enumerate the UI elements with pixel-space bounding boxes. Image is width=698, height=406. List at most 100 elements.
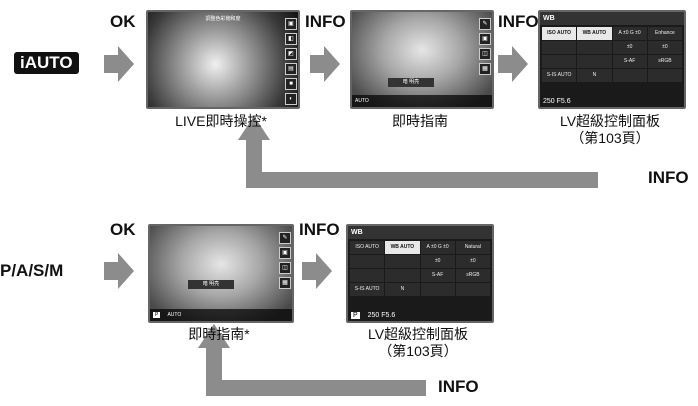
guide-slider-label: 暗 明亮 <box>388 78 434 87</box>
panel-footer-text: 250 F5.6 <box>367 312 396 319</box>
caption-lv-panel: LV超級控制面板 （第103頁） <box>336 326 500 360</box>
info-button-label: INFO <box>498 12 539 31</box>
caption-page-ref: （第103頁） <box>570 130 650 146</box>
arrow-right-icon <box>104 46 134 82</box>
pasm-mode-label: P/A/S/M <box>0 261 64 280</box>
menu-icon: ✎ <box>479 18 491 30</box>
caption-live-guide: 即時指南 <box>392 113 448 129</box>
panel-cell: ISO AUTO <box>542 27 577 40</box>
caption-line: LV超級控制面板 <box>559 113 661 129</box>
info-return-label: INFO <box>648 168 689 187</box>
menu-icon: ✎ <box>279 232 291 244</box>
panel-header: WB <box>540 12 684 25</box>
return-connector <box>246 172 598 188</box>
info-button-label: INFO <box>305 12 346 31</box>
panel-footer: P 250 F5.6 <box>348 310 492 321</box>
panel-cell: N <box>385 283 420 296</box>
panel-grid: ISO AUTO WB AUTO A ±0 G ±0 Enhance ±0 ±0… <box>540 25 684 84</box>
menu-icon: ▣ <box>285 18 297 30</box>
panel-cell: sRGB <box>647 55 682 68</box>
caption-page-ref: （第103頁） <box>378 343 458 359</box>
menu-icon: ▦ <box>279 277 291 289</box>
info-return-label: INFO <box>438 377 479 396</box>
panel-cell: S-AF <box>612 55 647 68</box>
reader-photo <box>352 12 492 107</box>
panel-cell: ±0 <box>612 41 647 54</box>
arrow-up-icon <box>198 324 230 348</box>
guide-slider-label: 暗 明亮 <box>188 280 234 289</box>
return-connector <box>246 138 262 188</box>
return-connector <box>206 380 426 396</box>
side-menu: ✎ ▣ ◫ ▦ <box>479 18 491 75</box>
panel-grid: ISO AUTO WB AUTO A ±0 G ±0 Natural ±0 ±0… <box>348 239 492 298</box>
lv-super-control-panel: WB ISO AUTO WB AUTO A ±0 G ±0 Enhance ±0… <box>538 10 686 109</box>
panel-cell: Natural <box>455 241 490 254</box>
arrow-right-icon <box>104 253 134 289</box>
screen-hint-text: 調整色彩飽和度 <box>205 16 241 22</box>
panel-cell: ±0 <box>420 255 455 268</box>
panel-cell: S-IS AUTO <box>542 69 577 82</box>
guide-bottom-bar: AUTO <box>352 95 492 107</box>
flower-photo <box>148 12 298 107</box>
menu-icon: ◧ <box>285 33 297 45</box>
live-guide-screen: 暗 明亮 ✎ ▣ ◫ ▦ AUTO <box>350 10 494 109</box>
mode-p-icon: P <box>351 312 360 319</box>
info-button-label: INFO <box>299 220 340 239</box>
panel-cell <box>542 55 577 68</box>
panel-cell <box>647 69 682 82</box>
panel-cell <box>577 55 612 68</box>
panel-cell: S-AF <box>420 269 455 282</box>
panel-cell: ±0 <box>455 255 490 268</box>
panel-cell: S-IS AUTO <box>350 283 385 296</box>
panel-cell: ±0 <box>647 41 682 54</box>
lv-super-control-panel: WB ISO AUTO WB AUTO A ±0 G ±0 Natural ±0… <box>346 224 494 323</box>
panel-cell <box>455 283 490 296</box>
panel-cell <box>385 255 420 268</box>
caption-line: LV超級控制面板 <box>367 326 469 342</box>
panel-cell <box>542 41 577 54</box>
panel-cell <box>577 41 612 54</box>
menu-icon: ▣ <box>279 247 291 259</box>
arrow-right-icon <box>302 253 332 289</box>
panel-cell <box>612 69 647 82</box>
panel-cell: WB AUTO <box>577 27 612 40</box>
mode-p-icon: P <box>153 312 161 318</box>
side-menu: ▣ ◧ ◩ ▤ ■ ◐ <box>285 18 297 105</box>
panel-cell: N <box>577 69 612 82</box>
ok-button-label: OK <box>110 220 136 239</box>
menu-icon: ◐ <box>285 93 297 105</box>
iauto-mode-badge: iAUTO <box>14 52 79 74</box>
menu-icon: ◩ <box>285 48 297 60</box>
menu-icon: ■ <box>285 78 297 90</box>
panel-cell: ISO AUTO <box>350 241 385 254</box>
menu-icon: ▣ <box>479 33 491 45</box>
panel-cell <box>350 269 385 282</box>
live-guide-screen: 暗 明亮 ✎ ▣ ◫ ▦ P AUTO <box>148 224 294 323</box>
side-menu: ✎ ▣ ◫ ▦ <box>279 232 291 289</box>
live-control-screen: 調整色彩飽和度 ▣ ◧ ◩ ▤ ■ ◐ <box>146 10 300 109</box>
arrow-right-icon <box>310 46 340 82</box>
panel-cell <box>350 255 385 268</box>
arrow-up-icon <box>238 116 270 140</box>
panel-cell: Enhance <box>647 27 682 40</box>
menu-icon: ◫ <box>479 48 491 60</box>
reader-photo <box>150 226 292 321</box>
panel-header: WB <box>348 226 492 239</box>
caption-live-control: LIVE即時操控* <box>175 113 267 129</box>
panel-cell: A ±0 G ±0 <box>612 27 647 40</box>
guide-bottom-text: AUTO <box>167 312 182 318</box>
panel-cell: sRGB <box>455 269 490 282</box>
ok-button-label: OK <box>110 12 136 31</box>
panel-cell: A ±0 G ±0 <box>420 241 455 254</box>
caption-live-guide: 即時指南* <box>188 326 250 342</box>
panel-cell <box>420 283 455 296</box>
panel-cell <box>385 269 420 282</box>
menu-icon: ▤ <box>285 63 297 75</box>
panel-cell: WB AUTO <box>385 241 420 254</box>
arrow-right-icon <box>498 46 528 82</box>
menu-icon: ◫ <box>279 262 291 274</box>
guide-bottom-bar: P AUTO <box>150 309 292 321</box>
caption-lv-panel: LV超級控制面板 （第103頁） <box>528 113 692 147</box>
panel-footer: 250 F5.6 <box>543 98 571 105</box>
